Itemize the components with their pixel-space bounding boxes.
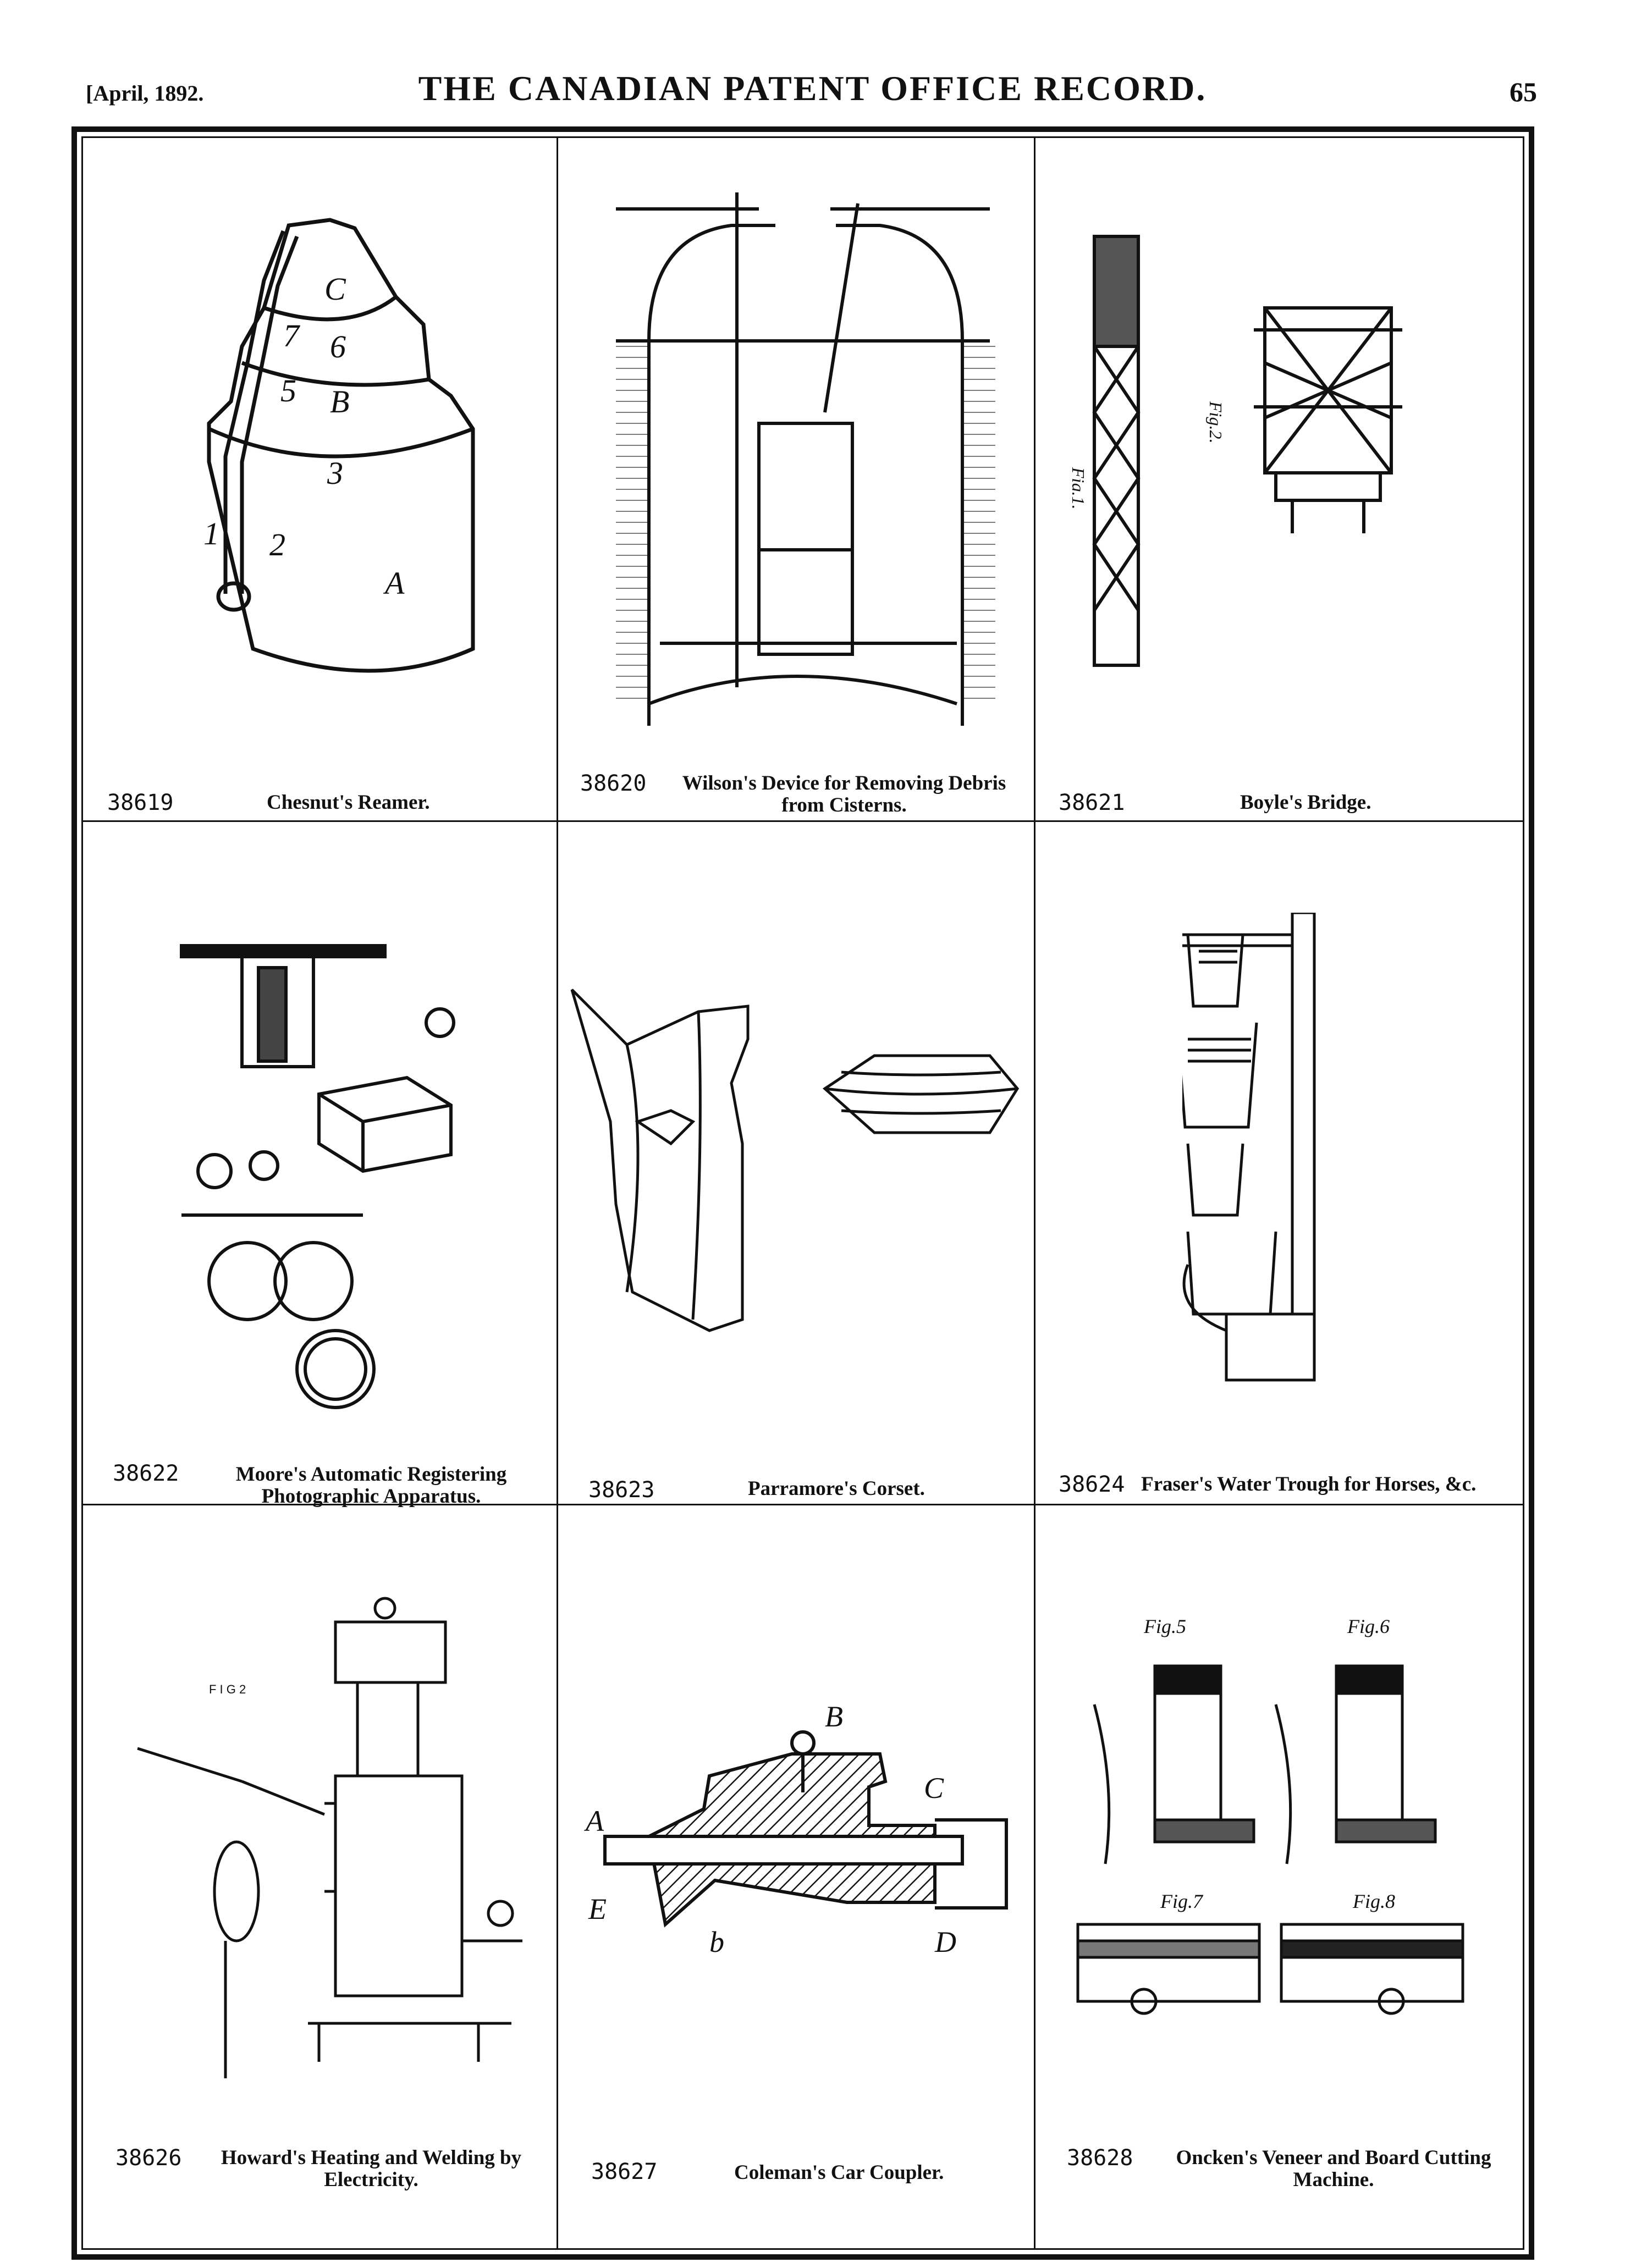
bridge-fig2-label: Fig.2. [1206, 401, 1226, 443]
oncken-fig6-label: Fig.6 [1347, 1616, 1390, 1637]
patent-title: Oncken's Veneer and Board Cutting [1176, 2146, 1491, 2169]
patent-number: 38620 [580, 771, 647, 796]
reamer-label-b: B [330, 384, 349, 420]
patent-caption-38627: 38627 Coleman's Car Coupler. [591, 2161, 1026, 2184]
patent-number: 38623 [588, 1477, 655, 1503]
welding-apparatus-figure: F I G 2 [137, 1597, 522, 2078]
page-header: [April, 1892. THE CANADIAN PATENT OFFICE… [82, 65, 1543, 114]
bridge-fig1-label: Fig.1. [1072, 467, 1088, 509]
welding-fig-label: F I G 2 [209, 1682, 246, 1696]
bridge-figure: Fig.1. Fig.2. [1072, 235, 1402, 667]
reamer-label-1: 1 [203, 516, 219, 551]
cistern-figure [616, 192, 995, 726]
patent-number: 38621 [1059, 790, 1125, 815]
coupler-label-b: B [825, 1700, 843, 1733]
patent-title-line2: from Cisterns. [781, 794, 907, 816]
water-trough-figure [1182, 913, 1316, 1382]
patent-caption-38619: 38619 Chesnut's Reamer. [107, 792, 547, 815]
patent-number: 38619 [107, 790, 174, 815]
patent-caption-38620: 38620 Wilson's Device for Removing Debri… [580, 771, 1026, 816]
patent-caption-38621: 38621 Boyle's Bridge. [1059, 792, 1515, 815]
patent-number: 38628 [1067, 2145, 1133, 2171]
patent-title-line2: Machine. [1293, 2168, 1374, 2191]
reamer-figure: C 7 6 5 B 3 1 2 A [203, 218, 475, 673]
patent-title: Chesnut's Reamer. [267, 791, 430, 814]
reamer-label-a: A [383, 565, 405, 601]
reamer-label-2: 2 [269, 527, 285, 562]
patent-title: Parramore's Corset. [748, 1477, 925, 1500]
row-divider-1 [81, 820, 1524, 822]
coupler-label-c: C [924, 1772, 944, 1805]
oncken-fig5-label: Fig.5 [1143, 1616, 1186, 1637]
coupler-label-a: A [584, 1805, 604, 1837]
patent-title: Moore's Automatic Registering [235, 1463, 507, 1486]
patent-title: Fraser's Water Trough for Horses, &c. [1141, 1473, 1477, 1496]
patent-caption-38624: 38624 Fraser's Water Trough for Horses, … [1059, 1474, 1521, 1497]
car-coupler-figure: B C A E b D [584, 1700, 1008, 1957]
veneer-machine-figure: Fig.5 Fig.6 Fig.7 Fig.8 [1076, 1616, 1464, 2015]
patent-number: 38627 [591, 2159, 658, 2184]
oncken-fig8-label: Fig.8 [1352, 1890, 1395, 1912]
row-divider-2 [81, 1504, 1524, 1505]
column-divider-2 [1034, 136, 1035, 2250]
patent-number: 38626 [115, 2145, 182, 2171]
reamer-label-c: C [324, 271, 346, 307]
patent-caption-38628: 38628 Oncken's Veneer and Board Cutting … [1067, 2145, 1523, 2191]
photographic-apparatus-figure [180, 944, 455, 1409]
patent-title-line2: Electricity. [324, 2168, 418, 2191]
patent-title: Howard's Heating and Welding by [221, 2146, 522, 2169]
patent-caption-38622: 38622 Moore's Automatic Registering Phot… [113, 1461, 553, 1508]
patent-title: Wilson's Device for Removing Debris [682, 772, 1006, 794]
patent-caption-38623: 38623 Parramore's Corset. [588, 1477, 1028, 1503]
page-border-outer [71, 126, 1534, 2260]
reamer-label-6: 6 [330, 329, 346, 365]
reamer-label-3: 3 [327, 455, 343, 491]
patent-title: Boyle's Bridge. [1240, 791, 1371, 814]
oncken-fig7-label: Fig.7 [1160, 1890, 1204, 1912]
column-divider-1 [557, 136, 558, 2250]
page-number: 65 [1510, 76, 1537, 107]
issue-date: [April, 1892. [86, 81, 204, 106]
patent-caption-38626: 38626 Howard's Heating and Welding by El… [115, 2145, 550, 2191]
patent-number: 38622 [113, 1461, 179, 1486]
coupler-label-b-lower: b [709, 1925, 724, 1957]
reamer-label-7: 7 [283, 318, 300, 354]
journal-title: THE CANADIAN PATENT OFFICE RECORD. [418, 69, 1207, 108]
patent-number: 38624 [1059, 1472, 1125, 1497]
patent-title-line2: Photographic Apparatus. [261, 1485, 481, 1508]
corset-figure [570, 989, 1020, 1332]
patent-title: Coleman's Car Coupler. [734, 2161, 944, 2184]
page-border-inner [81, 136, 1524, 2250]
coupler-label-d: D [934, 1925, 956, 1957]
coupler-label-e: E [588, 1892, 607, 1925]
reamer-label-5: 5 [280, 373, 296, 409]
